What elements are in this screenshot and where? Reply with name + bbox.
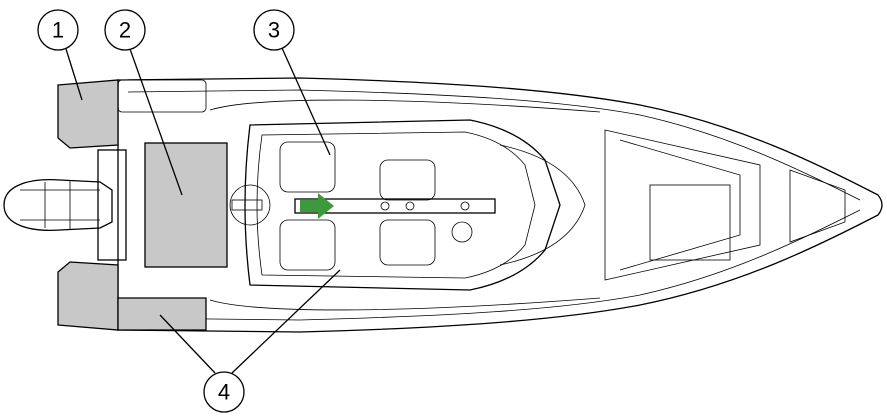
aft-locker — [117, 297, 207, 331]
direction-arrow — [300, 193, 334, 219]
stern-platform-port — [57, 79, 119, 149]
stern-platform-starboard — [57, 261, 119, 331]
callout-label: 1 — [52, 18, 64, 43]
callout-4: 4 — [203, 371, 245, 413]
callout-3: 3 — [253, 9, 295, 51]
callout-label: 4 — [218, 380, 230, 405]
leader-lines — [65, 47, 341, 374]
callout-1: 1 — [37, 9, 79, 51]
callout-label: 2 — [119, 18, 131, 43]
callout-label: 3 — [268, 18, 280, 43]
outboard-motor — [3, 149, 127, 261]
callout-2: 2 — [104, 9, 146, 51]
deck-area — [144, 142, 228, 268]
hull — [57, 77, 883, 333]
